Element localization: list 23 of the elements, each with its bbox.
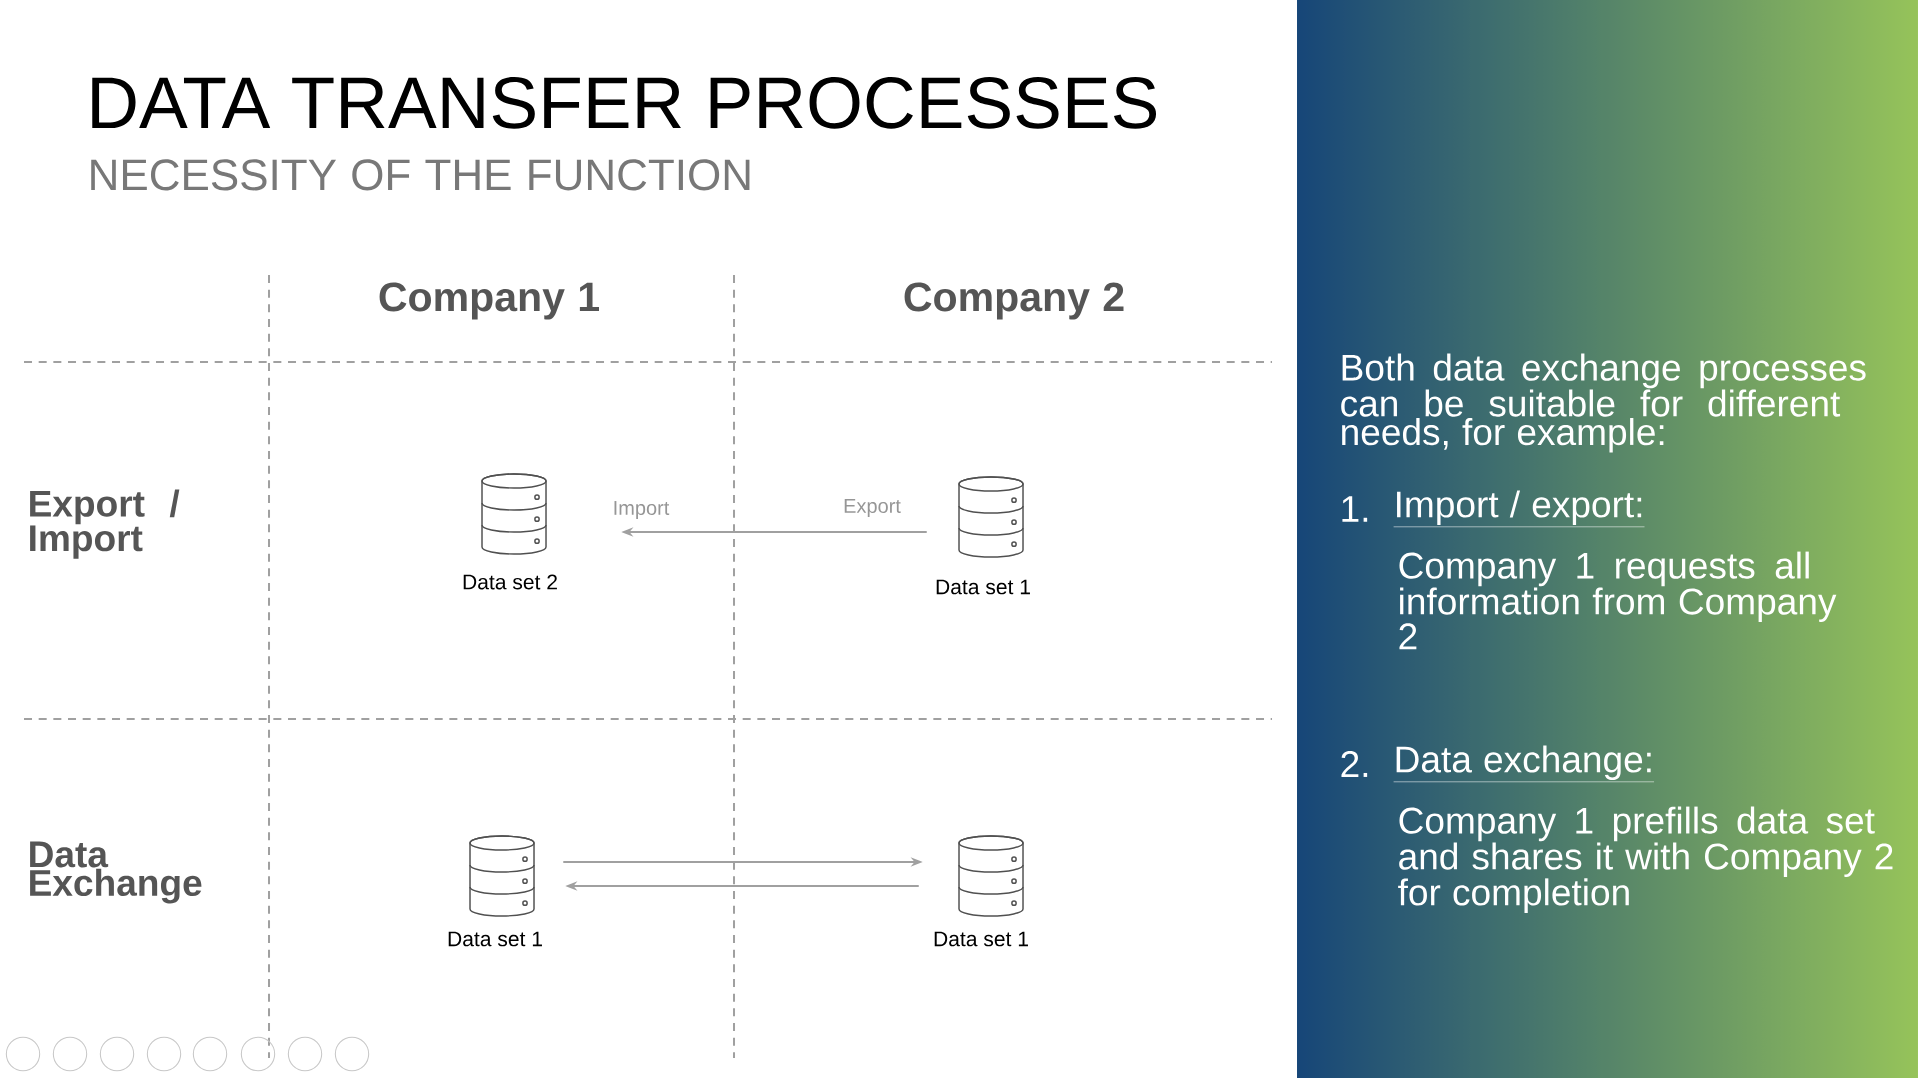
column-header: Company 1 [379, 282, 599, 320]
list-number: 2. [1341, 751, 1368, 777]
row-header: Data Exchange [30, 841, 202, 904]
database-icon [958, 476, 1024, 558]
list-heading: Data exchange: [1393, 745, 1655, 783]
list-text: Company 1 requests all information from Company 2 [1399, 551, 1837, 650]
database-icon [469, 835, 535, 917]
text-label: Import [611, 499, 671, 521]
description: Both data exchange processes can be suitable for different needs, for example: [1341, 353, 1866, 453]
database-icon [481, 473, 547, 555]
subtitle: NECESSITY OF THE FUNCTION [91, 159, 750, 191]
node-label: Data set 1 [448, 931, 542, 947]
list-text: Company 1 prefills data set and shares it with Company 2 for completion [1398, 806, 1893, 913]
node-label: Data set 2 [463, 574, 557, 590]
database-icon [958, 835, 1024, 917]
list-heading: Import / export: [1393, 490, 1645, 528]
edge-label: Export [841, 497, 903, 519]
node-label: Data set 1 [936, 579, 1030, 595]
row-header: Export / Import [30, 489, 180, 559]
column-header: Company 2 [904, 282, 1124, 320]
node-label: Data set 1 [934, 931, 1028, 947]
list-number: 1. [1342, 496, 1368, 522]
title: DATA TRANSFER PROCESSES [92, 77, 1157, 129]
